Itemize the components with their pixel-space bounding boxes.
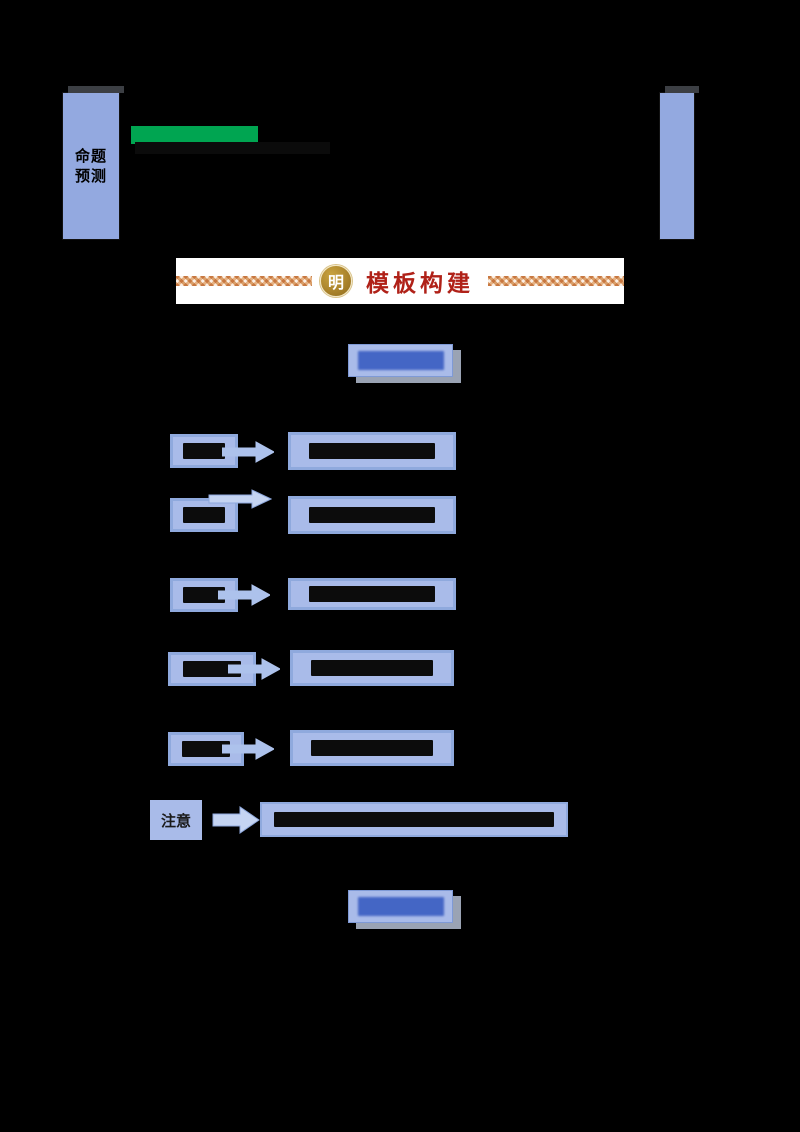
step-2-arrow-icon [208,489,272,509]
step-4-right-label [310,660,434,676]
left-tab-label: 命题 预测 [63,146,119,187]
note-label: 注意 [150,800,202,840]
step-2-right-label [309,507,435,523]
step-2-right-box [288,496,459,537]
note-body [274,812,554,827]
section-header-2-chip [348,890,453,923]
section-header-2-label [357,897,444,916]
banner-title: 模板构建 [366,270,474,297]
step-1-left-label [183,443,225,459]
step-5-left-box [168,732,247,769]
left-tab-label-line2: 预测 [74,167,107,185]
step-5-right-label [310,740,434,756]
step-4-left-label [182,661,242,677]
step-4-arrow-icon [228,658,280,680]
step-5-arrow-icon [222,738,274,760]
step-1-right-label [309,443,435,459]
right-tab-shadow [665,86,699,93]
heading-subtext [135,142,330,154]
left-tab-label-line1: 命题 [74,146,107,165]
seal-icon: 明 [320,265,352,297]
step-4-right-box [290,650,457,689]
note-box [260,802,572,841]
step-5-left-label [181,741,231,757]
section-banner: 明 模板构建 [176,258,624,304]
note-arrow-icon [212,806,260,834]
section-header-1-chip [348,344,453,377]
step-3-arrow-icon [218,584,270,606]
step-1-arrow-icon [222,441,274,463]
step-3-right-label [309,586,435,602]
step-5-right-box [290,730,457,769]
step-2-left-label [183,507,225,523]
section-header-2 [348,890,461,929]
step-3-right-box [288,578,459,613]
ribbon-right-icon [488,276,624,286]
step-3-left-label [183,587,225,603]
step-3-left-box [170,578,241,615]
ribbon-left-icon [176,276,312,286]
step-1-right-box [288,432,459,473]
right-vertical-tab [659,86,699,240]
step-2-left-box [170,498,241,535]
green-highlight-heading [131,126,258,144]
left-tab-shadow [68,86,124,93]
left-vertical-tab: 命题 预测 [62,86,124,240]
section-header-1-label [357,351,444,370]
section-header-1 [348,344,461,383]
